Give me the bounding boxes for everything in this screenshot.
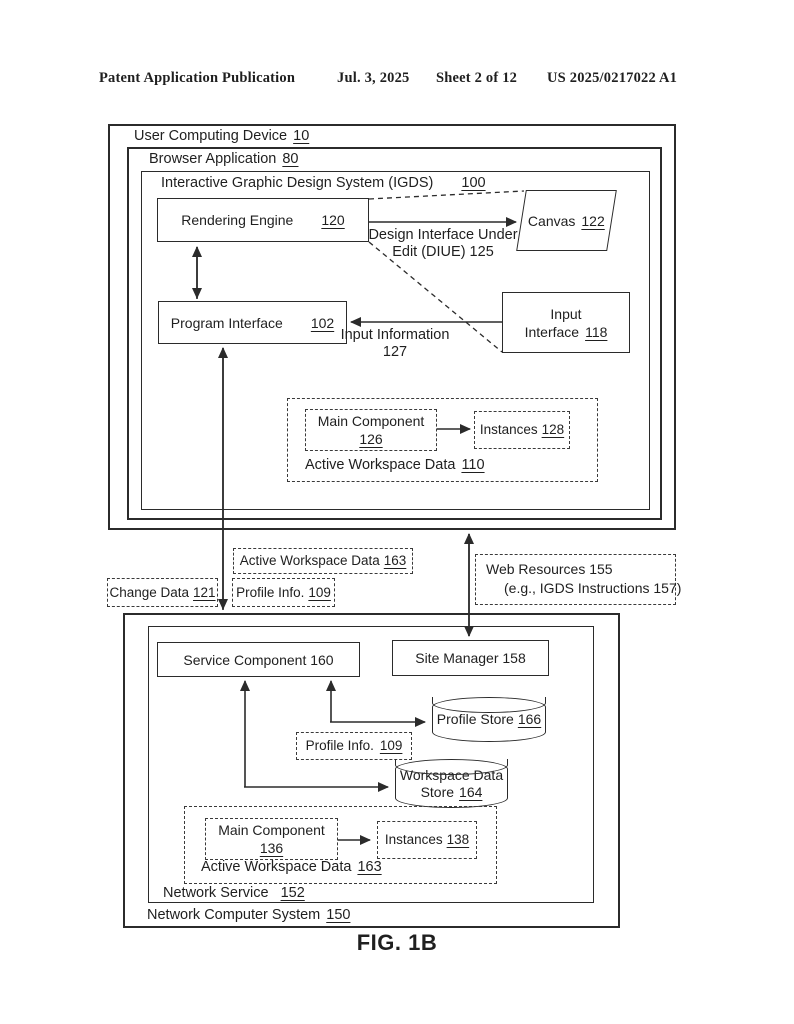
browser-application-box — [127, 147, 662, 520]
active-workspace-data-163-box — [184, 806, 497, 884]
active-workspace-data-110-box — [287, 398, 598, 482]
user-computing-device-box — [108, 124, 676, 530]
profile-info-store-flow-label: Profile Info.109 — [296, 732, 412, 760]
service-component-box: Service Component 160 — [157, 642, 360, 677]
main-component-126-box: Main Component 126 — [305, 409, 437, 451]
diue-flow-label: Design Interface Under Edit (DIUE) 125 — [368, 227, 518, 260]
header-date: Jul. 3, 2025 — [337, 70, 410, 86]
network-computer-system-box — [123, 613, 620, 928]
figure-caption: FIG. 1B — [356, 930, 438, 955]
site-manager-box: Site Manager 158 — [392, 640, 549, 676]
profile-info-flow-label: Profile Info.109 — [232, 578, 335, 607]
header-number: US 2025/0217022 A1 — [547, 70, 678, 86]
network-service-box — [148, 626, 594, 903]
web-resources-flow-label: Web Resources 155 (e.g., IGDS Instructio… — [475, 554, 681, 605]
igds-box — [141, 171, 650, 510]
igds-label: Interactive Graphic Design System (IGDS)… — [161, 175, 486, 191]
input-information-flow-label: Input Information 127 — [340, 327, 450, 360]
header-sheet: Sheet 2 of 12 — [436, 70, 518, 86]
main-component-136-box: Main Component 136 — [205, 818, 338, 860]
header-publication: Patent Application Publication — [99, 70, 296, 86]
